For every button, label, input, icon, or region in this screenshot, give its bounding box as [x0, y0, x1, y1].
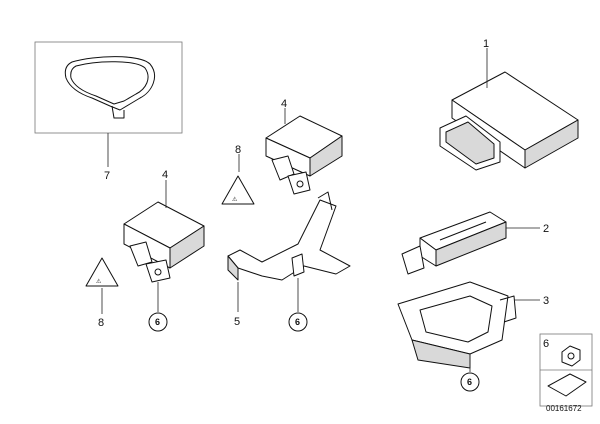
part-5-clip — [291, 253, 305, 277]
part-1-control-unit[interactable] — [439, 71, 579, 171]
nut-hole-icon — [567, 352, 575, 360]
callout-3: 3 — [543, 295, 549, 307]
part-3-clip — [499, 295, 517, 323]
callout-7: 7 — [104, 170, 110, 182]
callout-4-lower: 4 — [162, 169, 168, 181]
part-4-lower-connector — [129, 241, 153, 267]
callout-6: 6 — [543, 338, 549, 350]
part-4-upper-hole — [296, 180, 304, 188]
antenna-loop-inner — [70, 61, 149, 105]
antenna-connector — [111, 105, 125, 119]
nut-icon — [561, 345, 581, 367]
part-4-lower-bracket — [145, 259, 171, 283]
warning-triangle-upper — [221, 175, 255, 205]
part-1-connector-pins — [445, 121, 495, 165]
part-6-legend-box[interactable] — [539, 333, 593, 407]
part-5-tab — [317, 191, 333, 211]
part-8-warning-label-upper[interactable]: ⚠ — [221, 175, 255, 205]
part-3-inner — [419, 295, 493, 343]
part-4-upper-bracket — [287, 171, 311, 195]
part-4-upper-sensor[interactable] — [265, 115, 343, 195]
part-5-bracket[interactable] — [227, 191, 351, 281]
part-7-antenna-loop[interactable] — [34, 41, 183, 134]
part-6-circle-bottom-right-label: 6 — [467, 377, 472, 387]
callout-8-lower: 8 — [98, 317, 104, 329]
part-6-circle-left-label: 6 — [155, 317, 160, 327]
antenna-loop-outer — [64, 56, 155, 111]
part-2-sensor-module[interactable] — [401, 211, 507, 275]
part-4-lower-hole — [154, 268, 162, 276]
part-6-circle-middle-label: 6 — [295, 317, 300, 327]
part-6-circle-left[interactable] — [148, 312, 168, 332]
part-2-groove — [439, 221, 487, 241]
bracket-reference-icon — [547, 373, 587, 397]
callout-5: 5 — [234, 316, 240, 328]
callout-4-upper: 4 — [281, 98, 287, 110]
part-7-frame — [34, 41, 183, 134]
part-4-lower-sensor[interactable] — [123, 201, 205, 283]
warning-triangle-lower — [85, 257, 119, 287]
part-5-body — [227, 199, 351, 281]
part-5-left-flange — [227, 255, 239, 281]
callout-8-upper: 8 — [235, 144, 241, 156]
part-2-connector — [401, 245, 425, 275]
callout-1: 1 — [483, 38, 489, 50]
warning-glyph-upper: ⚠ — [232, 196, 238, 203]
part-8-warning-label-lower[interactable]: ⚠ — [85, 257, 119, 287]
warning-glyph-lower: ⚠ — [96, 278, 102, 285]
part-6-circle-bottom-right[interactable] — [460, 372, 480, 392]
part-6-circle-middle[interactable] — [288, 312, 308, 332]
part-4-upper-connector — [271, 155, 295, 181]
diagram-number: 00161672 — [546, 404, 582, 413]
part-3-holder[interactable] — [397, 281, 517, 369]
callout-2: 2 — [543, 223, 549, 235]
